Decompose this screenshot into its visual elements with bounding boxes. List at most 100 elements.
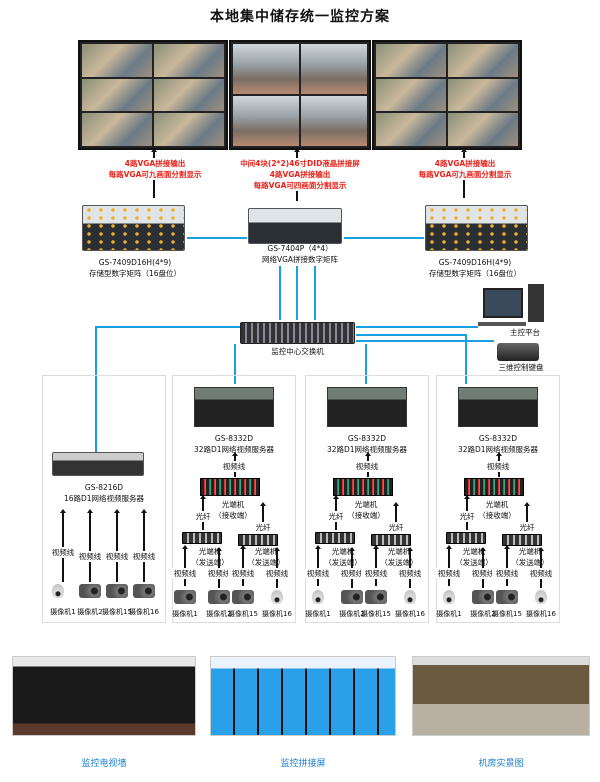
desc: 32路D1网络视频服务器	[326, 445, 408, 454]
fiber-receiver	[333, 478, 393, 496]
receiver-label: 光端机 （接收端）	[208, 499, 258, 521]
fiber-label: 光纤	[190, 511, 216, 522]
model: GS-7404P（4*4）	[267, 244, 333, 253]
note-line: 4路VGA拼接输出	[269, 170, 331, 179]
center-vga-matrix	[248, 208, 342, 244]
fiber-label: 光纤	[323, 511, 349, 522]
panel-dvs-16	[42, 375, 166, 623]
sender-line: 光端机	[462, 547, 486, 556]
sender-label: 光端机（发送端）	[323, 546, 363, 568]
receiver-line: 光端机	[485, 500, 509, 509]
desc: 存储型数字矩阵（16盘位）	[428, 269, 522, 278]
arrow	[141, 509, 146, 582]
camera-icon	[341, 590, 363, 604]
model: GS-8332D	[347, 434, 387, 443]
link-line	[279, 266, 281, 320]
camera-icon	[535, 590, 547, 604]
note-line: 每路VGA可九画面分割显示	[418, 170, 512, 179]
arrow	[182, 545, 187, 586]
receiver-line: （接收端）	[214, 511, 252, 520]
camera-label: 摄像机2	[206, 610, 232, 618]
panel-dvs-32	[172, 375, 296, 623]
camera-label: 摄像机2	[339, 610, 365, 618]
fiber-sender	[238, 534, 278, 546]
note-line: 4路VGA拼接输出	[124, 159, 186, 168]
model: GS-7409D16H(4*9)	[438, 258, 512, 267]
camera-label: 摄像机15	[492, 610, 522, 618]
camera-icon	[404, 590, 416, 604]
sender-line: （发送端）	[380, 558, 418, 567]
arrow	[504, 545, 509, 586]
link-line	[296, 266, 298, 320]
arrow	[373, 545, 378, 586]
cable-label: 视频线	[492, 568, 522, 579]
cable-label: 视频线	[468, 568, 498, 579]
arrow	[114, 509, 119, 582]
camera-label: 摄像机1	[305, 610, 331, 618]
arrow	[87, 509, 92, 582]
camera-icon	[79, 584, 101, 598]
center-splice-screen	[229, 40, 371, 150]
cable-label: 视频线	[219, 461, 249, 472]
cable-label: 视频线	[262, 568, 292, 579]
fiber-sender	[446, 532, 486, 544]
note-line: 4路VGA拼接输出	[434, 159, 496, 168]
cable-label: 视频线	[483, 461, 513, 472]
receiver-line: （接收端）	[478, 511, 516, 520]
panel-server-label: GS-8332D 32路D1网络视频服务器	[305, 433, 429, 455]
arrow	[393, 502, 398, 533]
cable-label: 视频线	[228, 568, 258, 579]
link-line	[365, 344, 367, 384]
center-server-label: GS-7404P（4*4） 网络VGA拼接数字矩阵	[230, 243, 370, 265]
fiber-receiver	[464, 478, 524, 496]
model: GS-8216D	[84, 483, 124, 492]
fiber-sender	[371, 534, 411, 546]
cable-label: 视频线	[204, 568, 234, 579]
cable-label: 视频线	[337, 568, 367, 579]
desc: 16路D1网络视频服务器	[63, 494, 145, 503]
cable-label: 视频线	[75, 551, 105, 562]
link-line	[95, 326, 97, 454]
cable-label: 视频线	[170, 568, 200, 579]
camera-icon	[365, 590, 387, 604]
sender-label: 光端机（发送端）	[510, 546, 550, 568]
fiber-label: 光纤	[250, 522, 276, 533]
link-line	[356, 340, 494, 342]
center-switch	[240, 322, 355, 344]
arrow	[524, 502, 529, 533]
camera-label: 摄像机1	[50, 608, 76, 616]
sender-line: （发送端）	[191, 558, 229, 567]
link-line	[356, 326, 478, 328]
model: GS-8332D	[214, 434, 254, 443]
cable-label: 视频线	[102, 551, 132, 562]
cable-label: 视频线	[129, 551, 159, 562]
receiver-line: （接收端）	[347, 511, 385, 520]
camera-icon	[208, 590, 230, 604]
camera-icon	[443, 590, 455, 604]
desc: 存储型数字矩阵（16盘位）	[88, 269, 182, 278]
photo-tv-wall	[12, 656, 196, 736]
camera-label: 摄像机16	[395, 610, 425, 618]
desc: 网络VGA拼接数字矩阵	[261, 255, 339, 264]
receiver-line: 光端机	[221, 500, 245, 509]
link-line	[95, 326, 240, 328]
note-line: 每路VGA可四画面分割显示	[253, 181, 347, 190]
sender-line: （发送端）	[511, 558, 549, 567]
fiber-label: 光纤	[454, 511, 480, 522]
keyboard-label: 三维控制键盘	[498, 363, 544, 372]
fiber-label: 光纤	[383, 522, 409, 533]
sender-line: 光端机	[254, 547, 278, 556]
camera-icon	[496, 590, 518, 604]
camera-icon	[106, 584, 128, 598]
camera-icon	[271, 590, 283, 604]
dvs-8332d	[327, 387, 407, 427]
right-server-label: GS-7409D16H(4*9) 存储型数字矩阵（16盘位）	[410, 257, 540, 279]
link-line	[344, 237, 424, 239]
model: GS-7409D16H(4*9)	[98, 258, 172, 267]
desc: 32路D1网络视频服务器	[457, 445, 539, 454]
camera-icon	[232, 590, 254, 604]
camera-label: 摄像机1	[436, 610, 462, 618]
switch-label: 监控中心交换机	[271, 347, 324, 356]
